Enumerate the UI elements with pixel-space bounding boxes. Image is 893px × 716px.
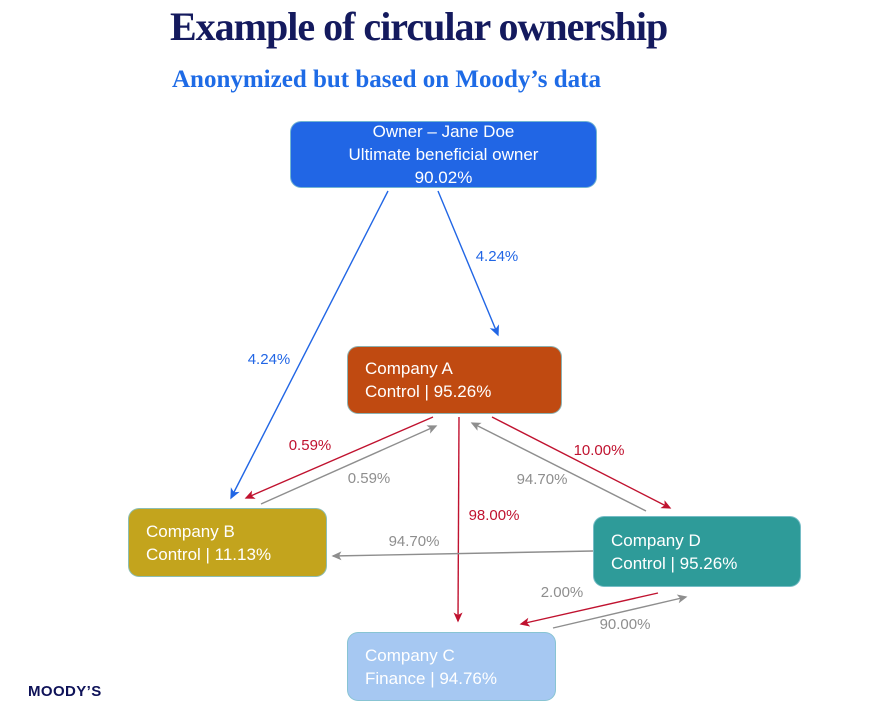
owner-name: Owner – Jane Doe (372, 122, 515, 141)
company-b-detail: Control | 11.13% (146, 544, 272, 564)
edge-company-a-to-company-b: 0.59% (244, 416, 434, 499)
page-subtitle: Anonymized but based on Moody’s data (172, 66, 602, 93)
edge-label-owner-a: 4.24% (476, 248, 519, 265)
company-c-name: Company C (365, 645, 455, 665)
company-d-detail: Control | 95.26% (611, 553, 738, 573)
node-owner: Owner – Jane Doe Ultimate beneficial own… (290, 121, 597, 188)
company-a-name: Company A (365, 359, 453, 378)
edge-company-d-to-company-c: 2.00% (519, 584, 659, 627)
node-company-c: Company C Finance | 94.76% (347, 632, 556, 701)
edge-label-a-d: 10.00% (574, 442, 625, 459)
edge-label-a-c: 98.00% (469, 507, 520, 524)
company-d-name: Company D (611, 530, 701, 550)
edge-label-a-b: 0.59% (289, 437, 332, 454)
owner-percentage: 90.02% (414, 168, 473, 187)
edge-company-a-to-company-c: 98.00% (453, 416, 520, 623)
edge-label-c-d: 90.00% (600, 616, 651, 633)
edge-label-d-b: 94.70% (389, 533, 440, 550)
company-b-name: Company B (146, 521, 235, 541)
edge-label-owner-b: 4.24% (248, 351, 291, 368)
edge-company-b-to-company-a: 0.59% (260, 425, 438, 505)
node-company-a: Company A Control | 95.26% (347, 346, 562, 414)
page-title: Example of circular ownership (170, 4, 668, 49)
edge-company-c-to-company-d: 90.00% (552, 594, 688, 633)
edge-label-d-a: 94.70% (517, 471, 568, 488)
edge-owner-to-company-b: 4.24% (230, 190, 389, 500)
node-company-b: Company B Control | 11.13% (128, 508, 327, 577)
edge-label-b-a: 0.59% (348, 470, 391, 487)
owner-role: Ultimate beneficial owner (348, 145, 539, 164)
node-company-d: Company D Control | 95.26% (593, 516, 801, 587)
edge-company-d-to-company-b: 94.70% (331, 533, 594, 561)
edge-company-d-to-company-a: 94.70% (470, 422, 647, 512)
edge-company-a-to-company-d: 10.00% (491, 416, 672, 509)
edge-label-d-c: 2.00% (541, 584, 584, 601)
company-a-detail: Control | 95.26% (365, 382, 492, 401)
moodys-logo: MOODY’S (28, 683, 102, 700)
edge-owner-to-company-a: 4.24% (437, 190, 519, 337)
company-c-detail: Finance | 94.76% (365, 668, 497, 688)
